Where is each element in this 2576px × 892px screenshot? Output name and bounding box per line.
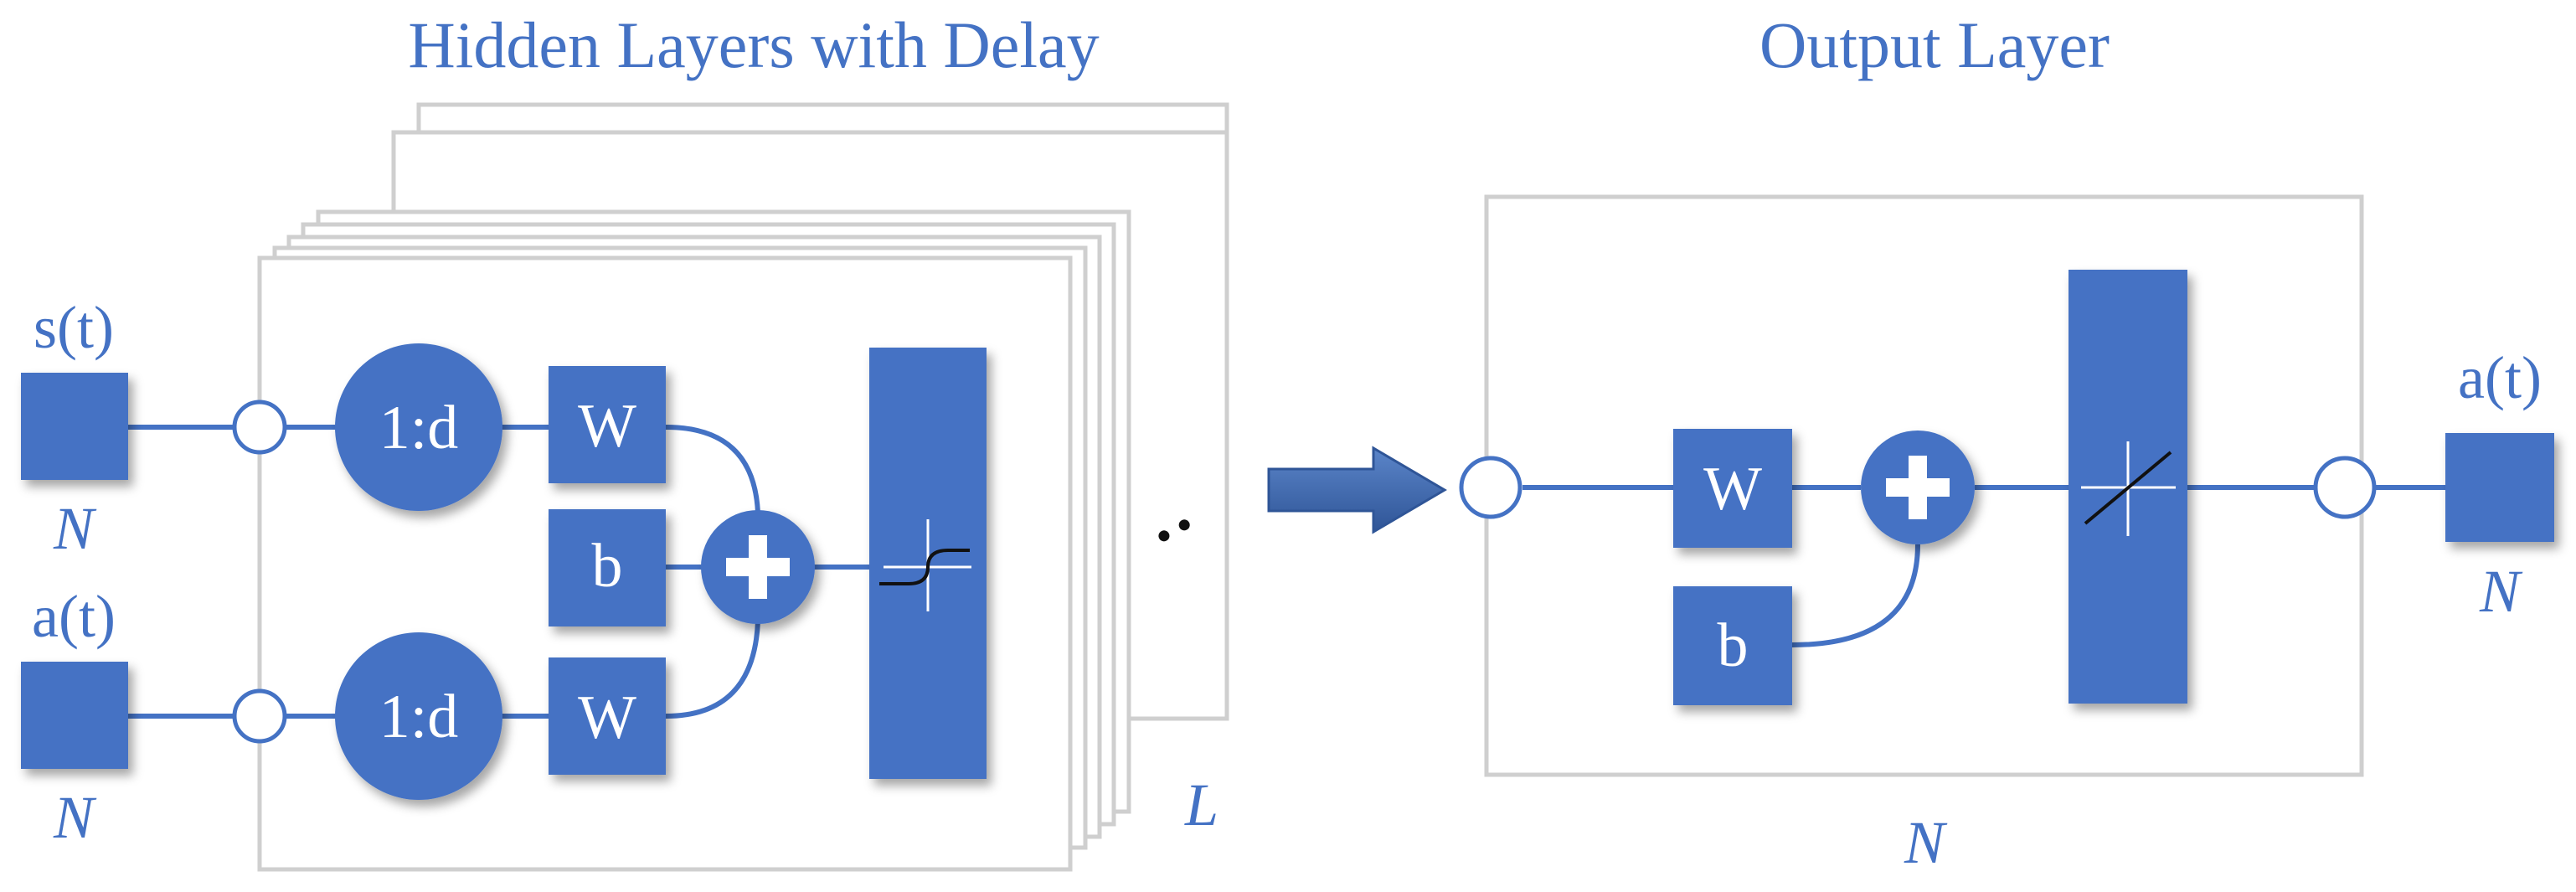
hidden-sum-node: [701, 510, 815, 624]
hidden-bias-label: b: [592, 532, 623, 601]
input-a-dimension: N: [53, 784, 97, 851]
delay-block-bottom: [335, 632, 502, 800]
delay-block-bottom-label: 1:d: [379, 683, 459, 751]
purelin-icon: [2084, 451, 2172, 525]
input-a-block: [21, 662, 128, 769]
hidden-transfer-function: [869, 348, 987, 779]
output-weight-block: [1673, 429, 1792, 548]
output-input-node: [1459, 456, 1522, 519]
output-a-label: a(t): [2458, 344, 2542, 411]
hidden-weight-top: [549, 366, 666, 483]
output-a-block: [2445, 433, 2554, 542]
right-arrow-icon: [1267, 446, 1447, 534]
hidden-layer-wires: [126, 425, 879, 719]
input-a-label: a(t): [32, 583, 116, 650]
hidden-input-node-bottom: [232, 688, 287, 744]
output-transfer-function: [2069, 270, 2187, 704]
hidden-weight-top-label: W: [578, 392, 636, 461]
hidden-weight-bottom-label: W: [578, 683, 636, 752]
hidden-input-node-top: [232, 400, 287, 455]
input-s-block: [21, 373, 128, 480]
hidden-layers-title: Hidden Layers with Delay: [408, 8, 1099, 81]
output-node: [2313, 456, 2377, 519]
delay-block-top-label: 1:d: [379, 394, 459, 462]
input-s-label: s(t): [33, 294, 114, 361]
hidden-bias-block: [549, 509, 666, 626]
layer-count-label: L: [1184, 771, 1218, 838]
output-bias-block: [1673, 586, 1792, 705]
input-s-dimension: N: [53, 495, 97, 562]
output-weight-label: W: [1703, 455, 1762, 523]
output-a-dimension: N: [2479, 558, 2523, 625]
output-sum-node: [1861, 431, 1975, 544]
tansig-icon: [879, 549, 970, 585]
output-bias-label: b: [1718, 611, 1749, 680]
delay-block-top: [335, 343, 502, 511]
hidden-weight-bottom: [549, 657, 666, 775]
output-layer-title: Output Layer: [1759, 8, 2110, 81]
output-layer-dimension: N: [1904, 809, 1948, 876]
